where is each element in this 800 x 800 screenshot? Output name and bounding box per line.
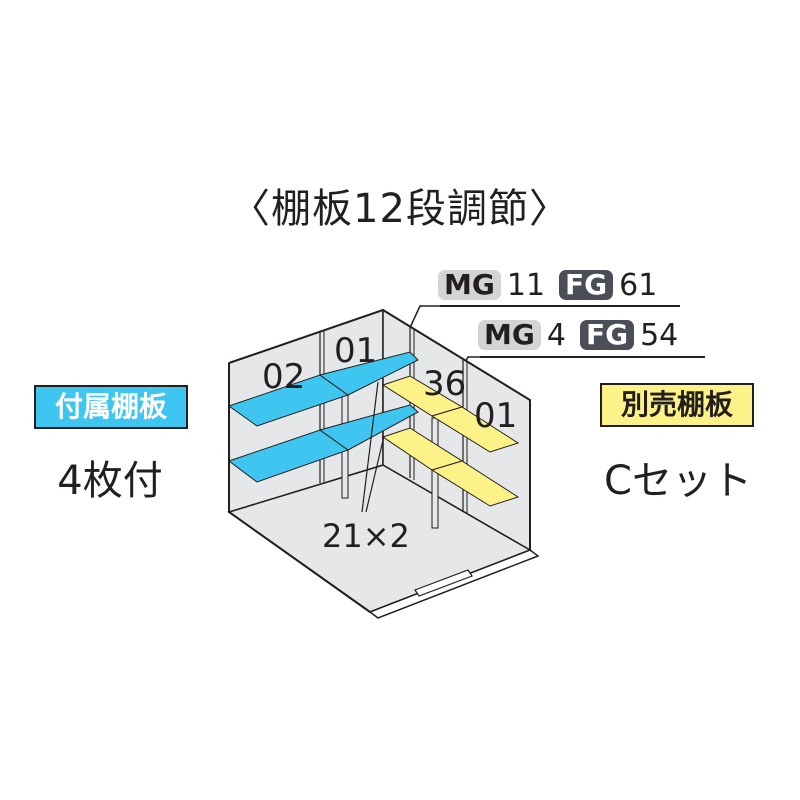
label-back-right: 01: [334, 331, 377, 371]
optional-shelf-badge: 別売棚板: [600, 383, 754, 427]
legend-underline-1: [440, 305, 680, 307]
optional-shelf-count: Cセット: [604, 458, 752, 504]
fg-value: 61: [619, 267, 658, 303]
mg-tag: MG: [438, 270, 501, 300]
fg-value: 54: [640, 317, 679, 353]
fg-tag: FG: [579, 320, 635, 350]
mg-tag: MG: [478, 320, 541, 350]
legend-underline-2: [480, 356, 705, 358]
label-side-back: 01: [474, 396, 517, 436]
fg-tag: FG: [559, 270, 614, 300]
label-back-left: 02: [262, 357, 305, 397]
legend-row-1: MG 11 FG 61: [438, 267, 658, 303]
page-title: 〈棚板12段調節〉: [230, 186, 570, 232]
legend-row-2: MG 4 FG 54: [478, 317, 679, 353]
included-shelf-count: 4枚付: [57, 458, 163, 504]
label-posts: 21×2: [322, 517, 410, 555]
label-side-front: 36: [423, 364, 466, 404]
mg-value: 11: [506, 267, 546, 303]
included-shelf-badge: 付属棚板: [34, 385, 188, 429]
mg-value: 4: [546, 317, 566, 353]
